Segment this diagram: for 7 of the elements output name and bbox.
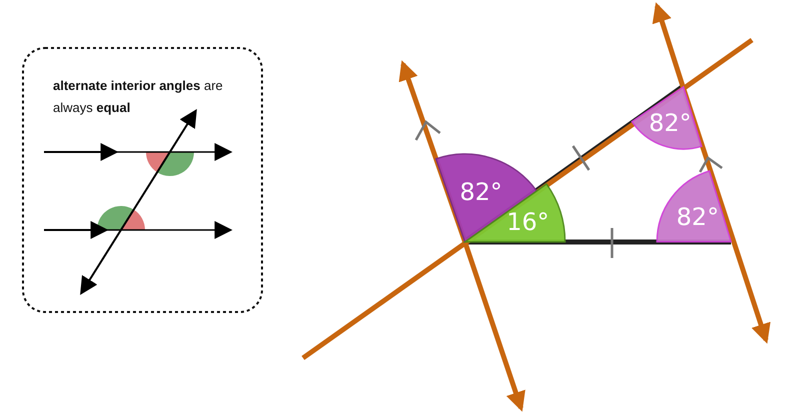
angle-wedge [657,171,731,242]
angle-label: 82° [460,178,502,206]
angle-label: 82° [676,203,719,232]
angle-label: 16° [506,208,550,236]
angle-wedge [632,87,702,149]
angle-label: 82° [648,109,692,138]
note-text: alternate interior angles are always equal [53,77,224,117]
